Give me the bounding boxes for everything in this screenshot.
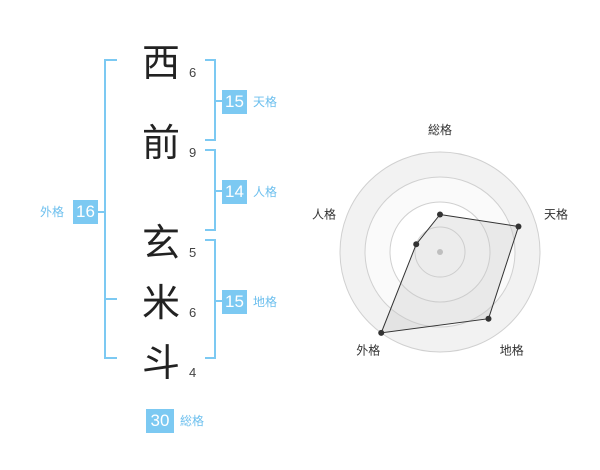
radar-axis-label-5: 人格 [312,206,336,221]
stroke-count-1: 6 [189,65,197,80]
chikaku-label: 地格 [253,295,278,309]
radar-axis-label-3: 地格 [500,343,524,358]
name-char-5: 斗 [141,341,180,385]
name-char-2: 前 [141,121,180,165]
radar-area [380,213,520,334]
gaikaku-label: 外格 [40,205,65,219]
stroke-count-4: 6 [189,305,197,320]
radar-axis-label-2: 天格 [544,206,568,221]
radar-points [378,211,522,336]
name-char-4: 米 [141,281,180,325]
radar-point-4 [378,329,385,336]
radar-axis-label-1: 総格 [428,122,452,137]
gaikaku-value: 16 [73,200,98,224]
radar-point-1 [437,211,443,218]
jinkaku-label: 人格 [253,185,278,199]
soukaku-label: 総格 [180,414,205,428]
radar-point-2 [515,223,522,230]
radar-point-3 [485,315,492,322]
radar-axis-label-4: 外格 [356,343,380,358]
radar-center [437,249,443,255]
stroke-count-3: 5 [189,245,197,260]
chikaku-value: 15 [222,290,247,314]
name-char-1: 西 [141,41,180,85]
soukaku-value: 30 [146,409,174,433]
radar-rings [339,151,541,353]
tenkaku-label: 天格 [253,95,278,109]
stroke-count-2: 9 [189,145,197,160]
name-char-3: 玄 [141,221,180,265]
radar-point-5 [413,241,420,248]
stroke-count-5: 4 [189,365,197,380]
tenkaku-value: 15 [222,90,247,114]
jinkaku-value: 14 [222,180,247,204]
